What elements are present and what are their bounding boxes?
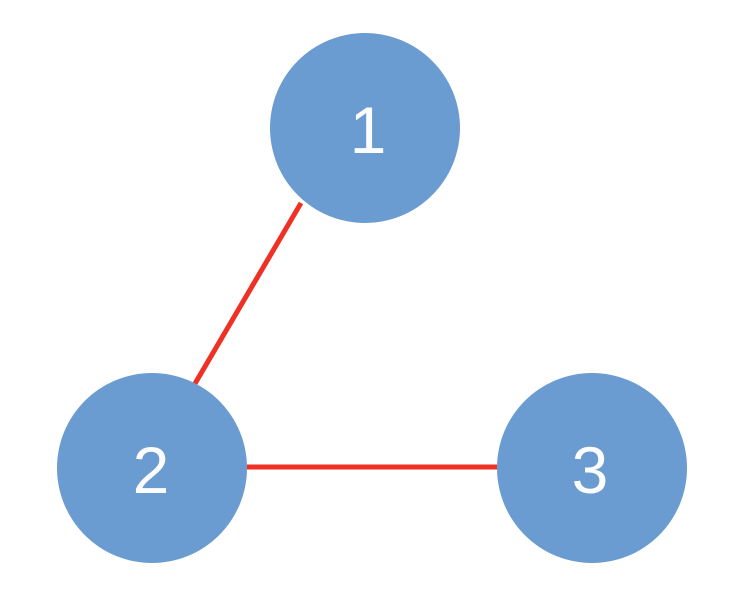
graph-edge-1-2[interactable] [190, 201, 304, 389]
graph-node-2[interactable]: 2 [57, 373, 247, 563]
node-circle-1[interactable] [270, 33, 460, 223]
edge-layer [190, 201, 497, 470]
node-circle-2[interactable] [57, 373, 247, 563]
graph-node-1[interactable]: 1 [270, 33, 460, 223]
graph-node-3[interactable]: 3 [497, 373, 687, 563]
node-layer: 1 2 3 [57, 33, 687, 563]
node-circle-3[interactable] [497, 373, 687, 563]
